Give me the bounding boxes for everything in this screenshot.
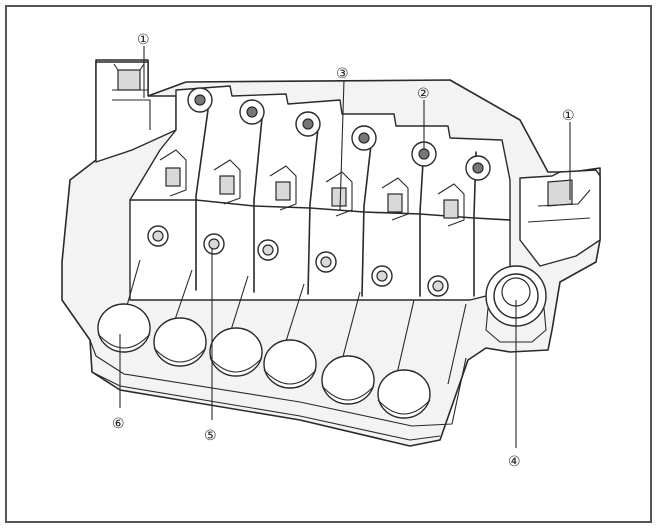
callout-1-left: ① [137, 32, 150, 48]
callout-3: ③ [336, 66, 349, 82]
callout-6: ⑥ [112, 416, 125, 432]
fine-tuner-knobs [97, 303, 431, 419]
callout-2: ② [417, 86, 430, 102]
tremolo-arm-socket [485, 265, 547, 343]
callouts: ① ② ③ ① ④ ⑤ ⑥ [112, 32, 575, 470]
callout-5: ⑤ [204, 428, 217, 444]
callout-4: ④ [508, 454, 521, 470]
callout-1-right: ① [562, 108, 575, 124]
saddle-lock-screws [147, 225, 449, 297]
saddles [119, 85, 511, 385]
string-clamps [159, 149, 465, 227]
right-stud-block [519, 169, 601, 267]
intonation-screws [187, 87, 491, 181]
left-stud-block [95, 61, 177, 163]
